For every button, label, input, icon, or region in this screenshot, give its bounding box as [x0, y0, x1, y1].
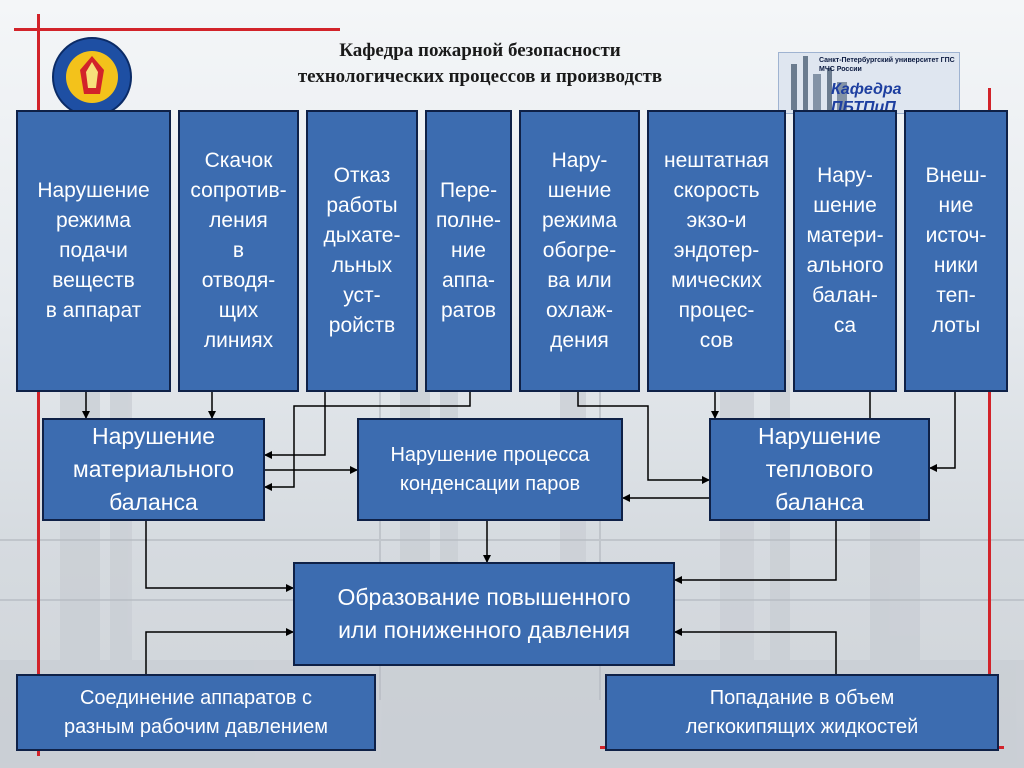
- refinery-logo-icon: [791, 56, 847, 110]
- cause-label: нештатная скорость экзо-и эндотер- мичес…: [664, 149, 769, 352]
- cause-box-material-balance: Нару- шение матери- ального балан- са: [793, 110, 897, 392]
- cause-box-external-heat: Внеш- ние источ- ники теп- лоты: [904, 110, 1008, 392]
- cause-box-feed-regime: Нарушение режима подачи веществ в аппара…: [16, 110, 171, 392]
- thermal-balance-label: Нарушение теплового баланса: [757, 423, 882, 515]
- condensation-box: Нарушение процесса конденсации паров: [357, 418, 623, 521]
- university-emblem-logo: [52, 37, 132, 117]
- department-logo-caption: Санкт-Петербургский университет ГПС МЧС …: [819, 57, 955, 73]
- cause-box-breathing-devices: Отказ работы дыхате- льных уст- ройств: [306, 110, 418, 392]
- cause-label: Внеш- ние источ- ники теп- лоты: [925, 164, 987, 337]
- cause-label: Нару- шение матери- ального балан- са: [806, 164, 884, 337]
- low-boiling-liquids-box: Попадание в объем легкокипящих жидкостей: [605, 674, 999, 751]
- cause-label: Отказ работы дыхате- льных уст- ройств: [323, 164, 401, 337]
- page-title: Кафедра пожарной безопасности технологич…: [200, 38, 760, 90]
- frame-line-right: [988, 88, 991, 748]
- department-logo: Санкт-Петербургский университет ГПС МЧС …: [778, 52, 960, 116]
- material-balance-label: Нарушение материального баланса: [72, 423, 235, 515]
- thermal-balance-box: Нарушение теплового баланса: [709, 418, 930, 521]
- low-boiling-liquids-label: Попадание в объем легкокипящих жидкостей: [685, 686, 919, 738]
- cause-label: Нарушение режима подачи веществ в аппара…: [37, 179, 150, 322]
- cause-box-reaction-speed: нештатная скорость экзо-и эндотер- мичес…: [647, 110, 786, 392]
- pressure-result-box: Образование повышенного или пониженного …: [293, 562, 675, 666]
- cause-label: Нару- шение режима обогре- ва или охлаж-…: [541, 149, 618, 352]
- connection-label: Соединение аппаратов с разным рабочим да…: [63, 686, 329, 738]
- connection-box: Соединение аппаратов с разным рабочим да…: [16, 674, 376, 751]
- condensation-label: Нарушение процесса конденсации паров: [390, 443, 590, 495]
- title-line-2: технологических процессов и производств: [297, 66, 663, 87]
- material-balance-box: Нарушение материального баланса: [42, 418, 265, 521]
- cause-label: Скачок сопротив- ления в отводя- щих лин…: [190, 149, 287, 352]
- pressure-result-label: Образование повышенного или пониженного …: [337, 584, 631, 643]
- cause-box-heating-cooling: Нару- шение режима обогре- ва или охлаж-…: [519, 110, 640, 392]
- title-line-1: Кафедра пожарной безопасности: [339, 40, 621, 61]
- frame-line-top: [14, 28, 340, 31]
- cause-box-resistance-jump: Скачок сопротив- ления в отводя- щих лин…: [178, 110, 299, 392]
- cause-box-overfilling: Пере- полне- ние аппа- ратов: [425, 110, 512, 392]
- cause-label: Пере- полне- ние аппа- ратов: [435, 179, 502, 322]
